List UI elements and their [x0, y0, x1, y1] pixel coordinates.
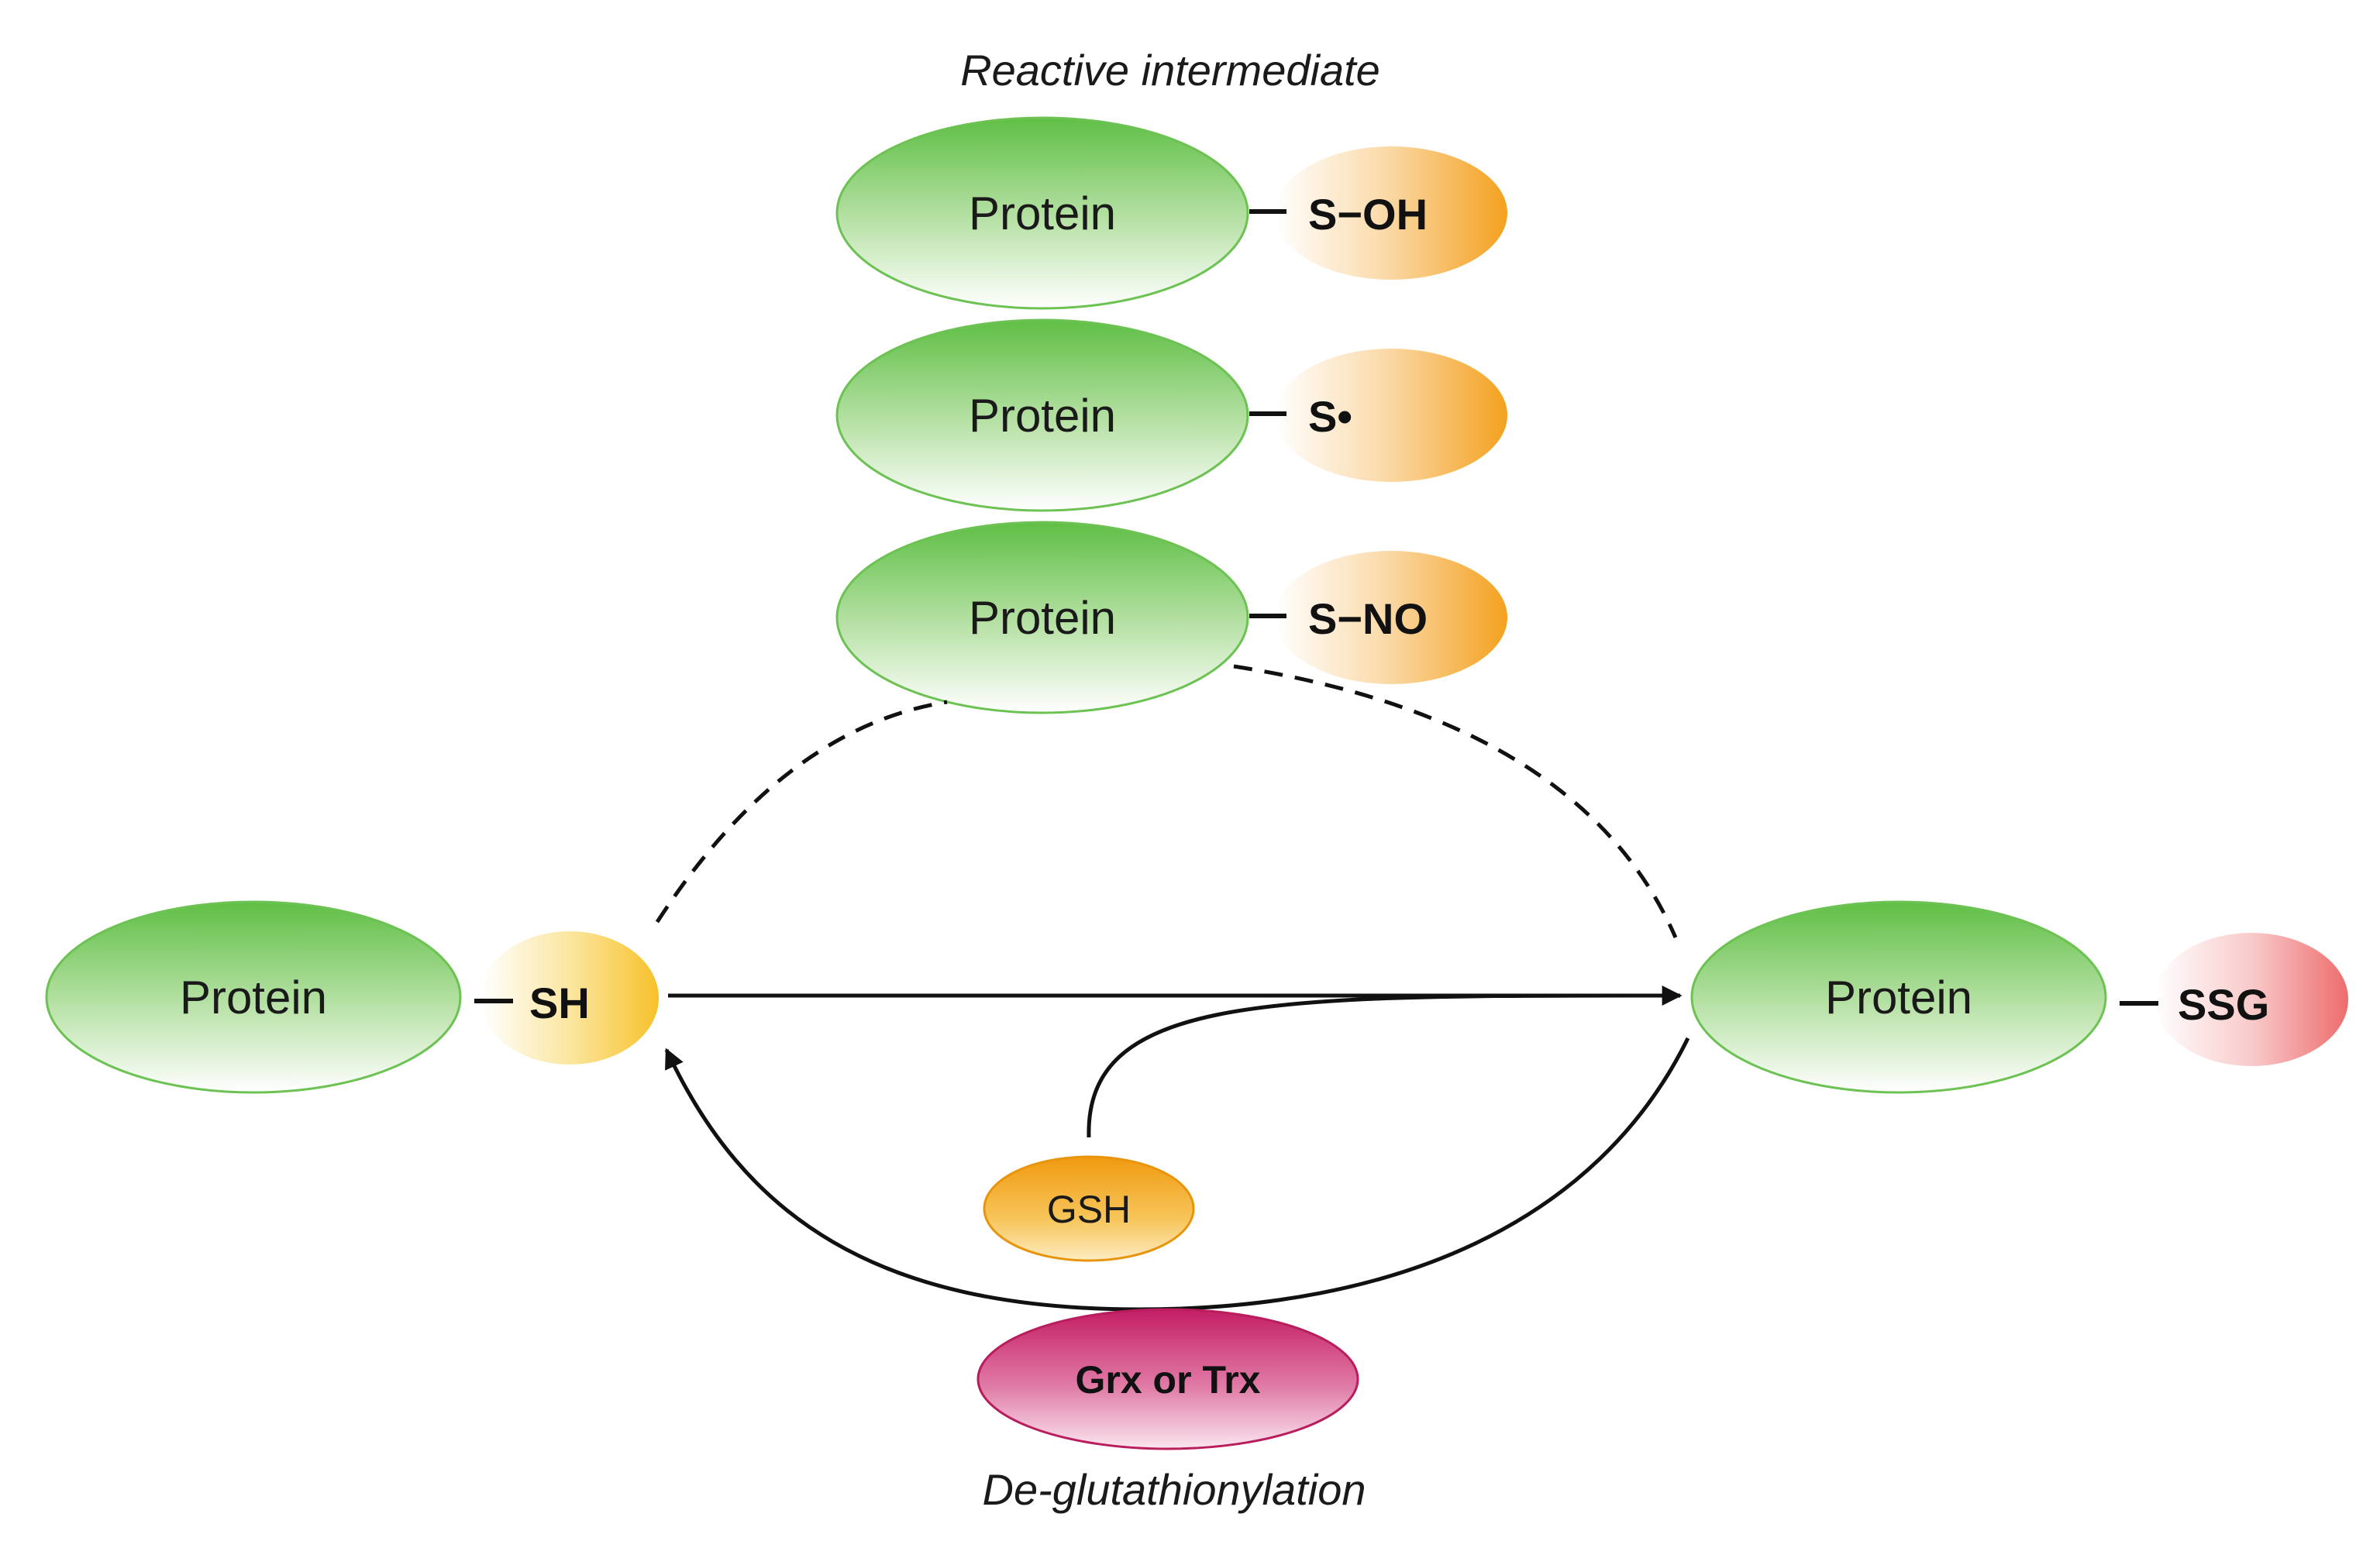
protein-ellipse	[1690, 900, 2107, 1094]
group-label-s-no: S−NO	[1308, 594, 1428, 643]
group-shape-sh	[480, 931, 659, 1065]
protein-ellipse	[835, 116, 1249, 310]
gsh-ellipse	[983, 1155, 1195, 1262]
group-label-s-oh: S−OH	[1308, 190, 1428, 239]
dashed-path-left	[655, 700, 948, 924]
enzyme-ellipse	[976, 1308, 1359, 1450]
arrow-deglutathionylation	[664, 1037, 1690, 1312]
protein-label: Protein	[969, 592, 1116, 644]
protein-label: Protein	[969, 187, 1116, 239]
protein-label: Protein	[1825, 972, 1972, 1023]
node-protein-glutathionylated: Protein SSG	[1690, 900, 2348, 1094]
enzyme-grx-trx: Grx or Trx	[976, 1308, 1359, 1450]
protein-ellipse	[835, 318, 1249, 512]
gsh-label: GSH	[1047, 1188, 1131, 1231]
group-label-sh: SH	[529, 979, 590, 1027]
protein-ellipse	[45, 900, 462, 1094]
group-shape-s-no	[1275, 551, 1507, 684]
group-shape-ssg	[2154, 933, 2348, 1066]
protein-label: Protein	[180, 972, 327, 1023]
gsh-molecule: GSH	[983, 1155, 1195, 1262]
intermediate-thiyl-radical: Protein S•	[835, 318, 1507, 512]
node-protein-thiol: Protein SH	[45, 900, 659, 1094]
title-deglutathionylation: De-glutathionylation	[983, 1465, 1366, 1514]
group-label-s-radical: S•	[1308, 392, 1352, 441]
group-label-ssg: SSG	[2178, 980, 2269, 1029]
intermediate-s-nitrosothiol: Protein S−NO	[835, 521, 1507, 714]
enzyme-label: Grx or Trx	[1076, 1358, 1261, 1402]
group-shape-s-radical	[1275, 349, 1507, 482]
group-shape-s-oh	[1275, 146, 1507, 280]
protein-label: Protein	[969, 390, 1116, 442]
arrow-gsh-input	[1087, 993, 1628, 1138]
protein-ellipse	[835, 521, 1249, 714]
dashed-path-right	[1233, 664, 1678, 939]
title-reactive-intermediate: Reactive intermediate	[960, 46, 1380, 95]
intermediate-sulfenic-acid: Protein S−OH	[835, 116, 1507, 310]
